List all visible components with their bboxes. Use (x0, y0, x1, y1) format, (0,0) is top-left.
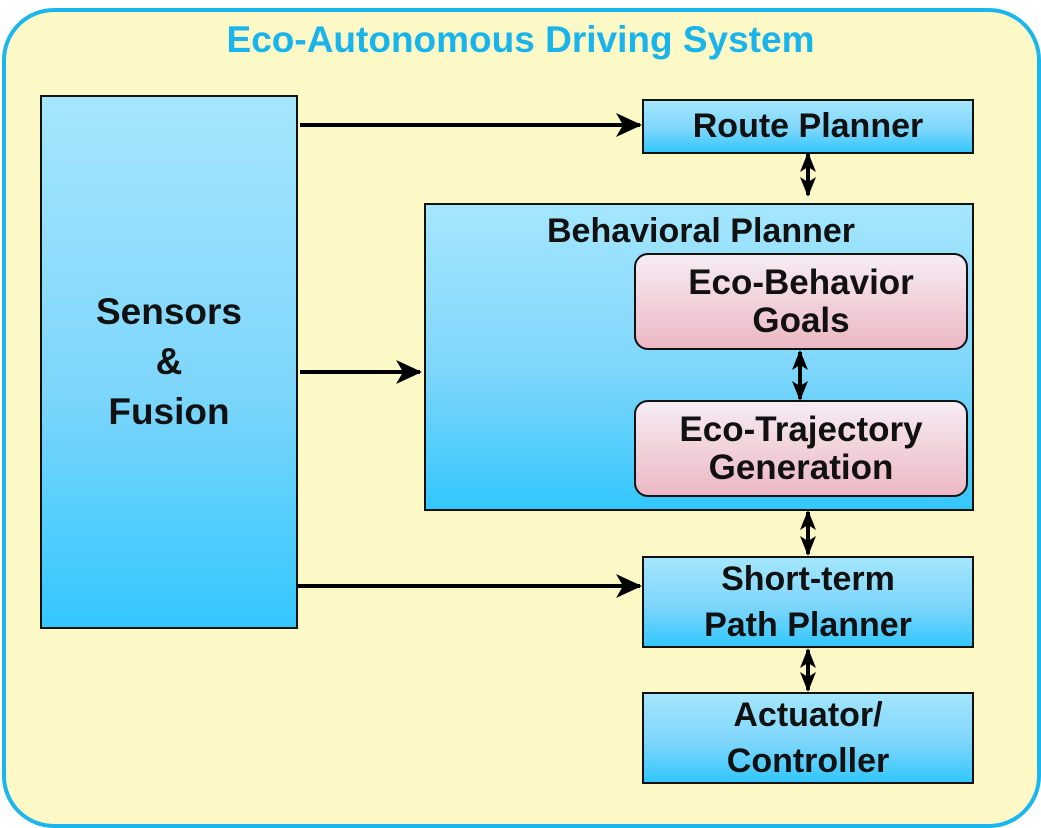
short-term-line1: Short-term (721, 560, 895, 598)
eco-behavior-line1: Eco-Behavior (688, 262, 914, 302)
eco-behavior-goals-node: Eco-Behavior Goals (634, 253, 968, 350)
route-planner-node: Route Planner (642, 99, 974, 154)
sensors-label-line2: & (155, 341, 183, 382)
eco-trajectory-line1: Eco-Trajectory (679, 409, 923, 449)
eco-behavior-line2: Goals (752, 300, 850, 340)
eco-trajectory-generation-node: Eco-Trajectory Generation (634, 400, 968, 497)
sensors-label-line3: Fusion (108, 391, 230, 432)
short-term-line2: Path Planner (704, 606, 912, 644)
eco-trajectory-line2: Generation (708, 447, 894, 487)
short-term-path-planner-node: Short-term Path Planner (642, 556, 974, 648)
actuator-controller-node: Actuator/ Controller (642, 692, 974, 784)
route-planner-label: Route Planner (692, 107, 924, 145)
sensors-fusion-node: Sensors & Fusion (40, 95, 298, 629)
actuator-line2: Controller (726, 742, 890, 780)
actuator-line1: Actuator/ (733, 696, 883, 734)
behavioral-planner-label: Behavioral Planner (546, 212, 855, 250)
sensors-label-line1: Sensors (95, 291, 242, 332)
diagram-title: Eco-Autonomous Driving System (226, 19, 815, 60)
